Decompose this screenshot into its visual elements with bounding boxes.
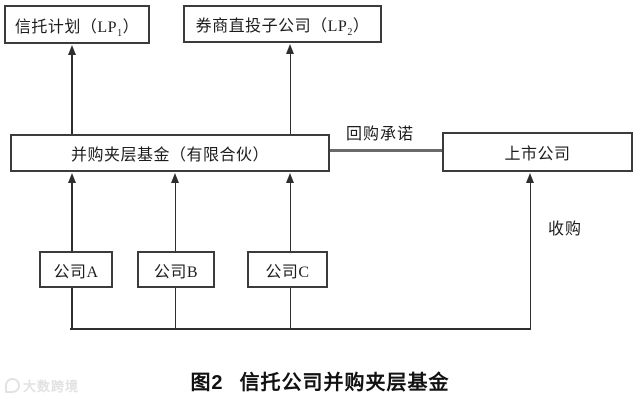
arrowhead-company-b-to-fund	[171, 173, 179, 183]
edge-fund-to-trust-plan	[71, 54, 73, 134]
label-repurchase-commitment: 回购承诺	[346, 126, 415, 143]
figure-number: 图2	[190, 372, 224, 394]
node-broker-direct-investment-subsidiary: 券商直投子公司（LP2）	[183, 5, 382, 43]
node-broker-sub-label: 券商直投子公司（LP2）	[195, 18, 370, 39]
node-company-a: 公司A	[39, 251, 113, 288]
figure-title: 信托公司并购夹层基金	[239, 372, 450, 394]
edge-fund-to-broker-sub	[289, 53, 291, 134]
arrowhead-company-c-to-fund	[286, 173, 294, 183]
arrowhead-fund-to-trust-plan	[67, 45, 76, 55]
edge-company-b-tail	[174, 288, 176, 329]
node-mezzanine-fund-label: 并购夹层基金（有限合伙）	[70, 147, 269, 164]
edge-company-c-tail	[289, 288, 291, 329]
node-company-b-label: 公司B	[153, 263, 199, 281]
node-listed-company-label: 上市公司	[504, 146, 571, 163]
edge-company-c-to-fund	[289, 182, 291, 251]
edge-repurchase-commitment	[330, 149, 442, 152]
watermark-text: 大数跨境	[23, 379, 80, 394]
node-company-c-label: 公司C	[265, 263, 310, 281]
node-mezzanine-fund: 并购夹层基金（有限合伙）	[10, 134, 330, 172]
node-company-b: 公司B	[137, 251, 215, 288]
arrowhead-fund-to-broker-sub	[286, 44, 294, 54]
node-trust-plan-label: 信托计划（LP1）	[14, 18, 140, 39]
arrowhead-company-a-to-fund	[67, 173, 76, 183]
label-acquisition: 收购	[548, 221, 583, 238]
edge-acquisition	[529, 182, 531, 329]
node-listed-company: 上市公司	[442, 132, 633, 172]
arrowhead-acquisition	[525, 173, 534, 183]
node-trust-plan: 信托计划（LP1）	[4, 5, 150, 44]
watermark: 大数跨境	[5, 376, 79, 395]
node-company-c: 公司C	[247, 251, 328, 288]
edge-company-a-to-fund	[71, 182, 73, 251]
edge-company-a-tail	[71, 288, 73, 329]
watermark-logo-icon	[5, 378, 20, 393]
edge-bottom-bus	[70, 328, 531, 330]
node-company-a-label: 公司A	[53, 263, 99, 281]
figure-caption: 图2 信托公司并购夹层基金	[0, 366, 640, 395]
edge-company-b-to-fund	[174, 182, 176, 251]
